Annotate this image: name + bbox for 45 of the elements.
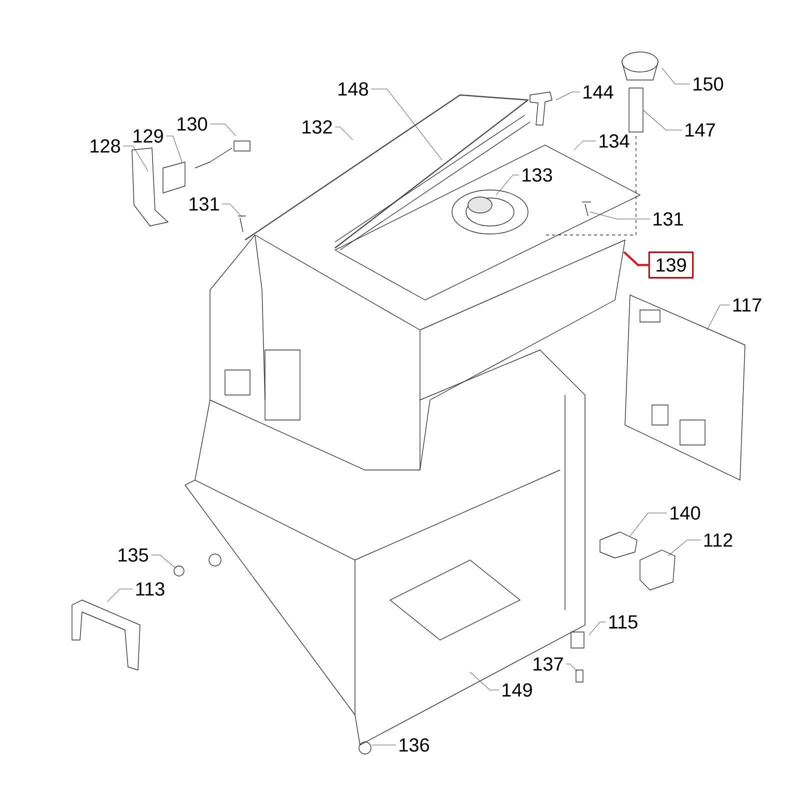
leader-line bbox=[150, 554, 176, 568]
callout-number: 117 bbox=[733, 298, 762, 312]
ring-part bbox=[174, 566, 184, 576]
leader-line bbox=[556, 92, 580, 100]
leader-line bbox=[642, 110, 682, 130]
callout-number: 148 bbox=[338, 82, 368, 96]
callout-number: 129 bbox=[134, 129, 163, 143]
leader-line bbox=[706, 304, 730, 330]
callout-number: 135 bbox=[118, 548, 148, 562]
leader-line bbox=[574, 140, 596, 150]
leader-line bbox=[122, 146, 148, 172]
callout-number: 113 bbox=[136, 582, 164, 596]
leader-line bbox=[668, 540, 701, 556]
leader-line bbox=[662, 68, 690, 84]
leader-line bbox=[630, 512, 668, 536]
leader-line bbox=[222, 204, 242, 218]
leader-line bbox=[370, 88, 442, 160]
callout-number: 136 bbox=[400, 738, 429, 752]
leader-line bbox=[623, 251, 648, 266]
callout-number: 112 bbox=[704, 533, 732, 547]
boxed-callout-number: 139 bbox=[648, 252, 694, 278]
callout-number: 115 bbox=[609, 615, 638, 629]
callout-number: 132 bbox=[302, 120, 332, 134]
callout-number: 147 bbox=[686, 123, 715, 137]
leader-line bbox=[372, 744, 396, 746]
callout-number: 130 bbox=[178, 117, 208, 131]
leader-line bbox=[334, 126, 354, 140]
callout-number: 133 bbox=[522, 168, 552, 182]
callout-number: 131 bbox=[654, 212, 683, 226]
callout-number: 137 bbox=[534, 657, 563, 671]
leader-line bbox=[566, 664, 578, 672]
callout-number: 150 bbox=[694, 77, 724, 91]
leader-line bbox=[588, 622, 606, 636]
callout-number: 140 bbox=[670, 506, 700, 520]
leader-line bbox=[470, 672, 500, 690]
callout-number: 131 bbox=[190, 197, 219, 211]
leader-line bbox=[166, 136, 182, 162]
leader-line bbox=[106, 588, 133, 602]
leader-line bbox=[210, 124, 236, 136]
leader-line bbox=[496, 174, 520, 196]
callout-number: 134 bbox=[600, 134, 630, 148]
callout-number: 144 bbox=[584, 85, 614, 99]
callout-number: 128 bbox=[90, 139, 120, 153]
callout-number: 149 bbox=[502, 683, 532, 697]
leader-line bbox=[590, 212, 650, 220]
